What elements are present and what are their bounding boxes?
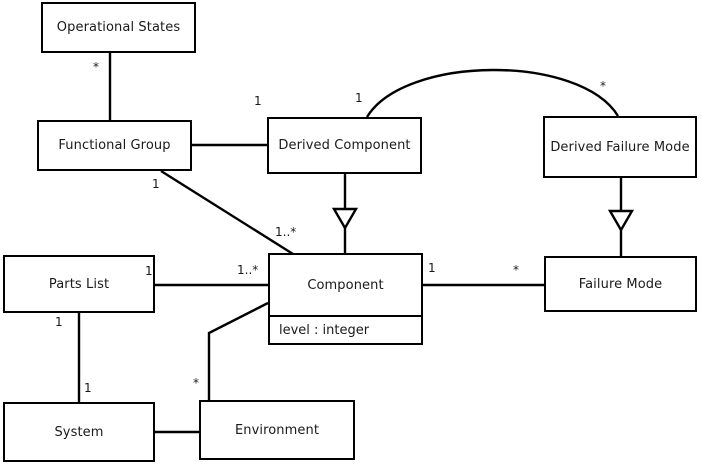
class-derived-component[interactable]: Derived Component bbox=[267, 117, 422, 174]
class-name-functional-group: Functional Group bbox=[58, 138, 171, 153]
class-name-environment: Environment bbox=[234, 422, 320, 438]
class-name-component: Component bbox=[307, 277, 384, 293]
class-system[interactable]: System bbox=[3, 402, 155, 462]
class-attribute-component-level: level : integer bbox=[270, 315, 421, 343]
class-functional-group[interactable]: Functional Group bbox=[37, 120, 192, 171]
multiplicity-label: 1 bbox=[55, 315, 63, 329]
class-derived-failure-mode[interactable]: Derived Failure Mode bbox=[543, 116, 697, 178]
multiplicity-label: 1..* bbox=[275, 225, 297, 239]
multiplicity-label: 1 bbox=[84, 381, 92, 395]
class-name-derived-component: Derived Component bbox=[278, 138, 411, 153]
multiplicity-label: 1 bbox=[428, 261, 436, 275]
edge-derived-component-derived-failure-mode bbox=[365, 68, 620, 118]
class-parts-list[interactable]: Parts List bbox=[3, 255, 155, 313]
multiplicity-label: 1..* bbox=[237, 263, 259, 277]
multiplicity-label: 1 bbox=[152, 177, 160, 191]
class-name-operational-states: Operational States bbox=[56, 20, 181, 35]
multiplicity-label: * bbox=[93, 60, 99, 74]
multiplicity-label: 1 bbox=[254, 94, 262, 108]
edge-functional-group-component bbox=[160, 169, 294, 256]
class-name-failure-mode: Failure Mode bbox=[578, 276, 663, 292]
multiplicity-label: * bbox=[193, 376, 199, 390]
multiplicity-label: * bbox=[513, 263, 519, 277]
class-name-system: System bbox=[54, 424, 104, 440]
edge-component-environment bbox=[207, 301, 269, 400]
generalization-triangle-derived-component bbox=[331, 207, 359, 231]
class-operational-states[interactable]: Operational States bbox=[41, 2, 196, 53]
multiplicity-label: * bbox=[600, 79, 606, 93]
generalization-triangle-derived-failure-mode bbox=[607, 209, 635, 233]
class-failure-mode[interactable]: Failure Mode bbox=[544, 256, 697, 312]
multiplicity-label: 1 bbox=[355, 91, 363, 105]
class-name-parts-list: Parts List bbox=[48, 276, 110, 292]
class-name-derived-failure-mode: Derived Failure Mode bbox=[550, 139, 690, 155]
class-component[interactable]: Component level : integer bbox=[268, 253, 423, 345]
multiplicity-label: 1 bbox=[145, 264, 153, 278]
class-environment[interactable]: Environment bbox=[199, 400, 355, 460]
